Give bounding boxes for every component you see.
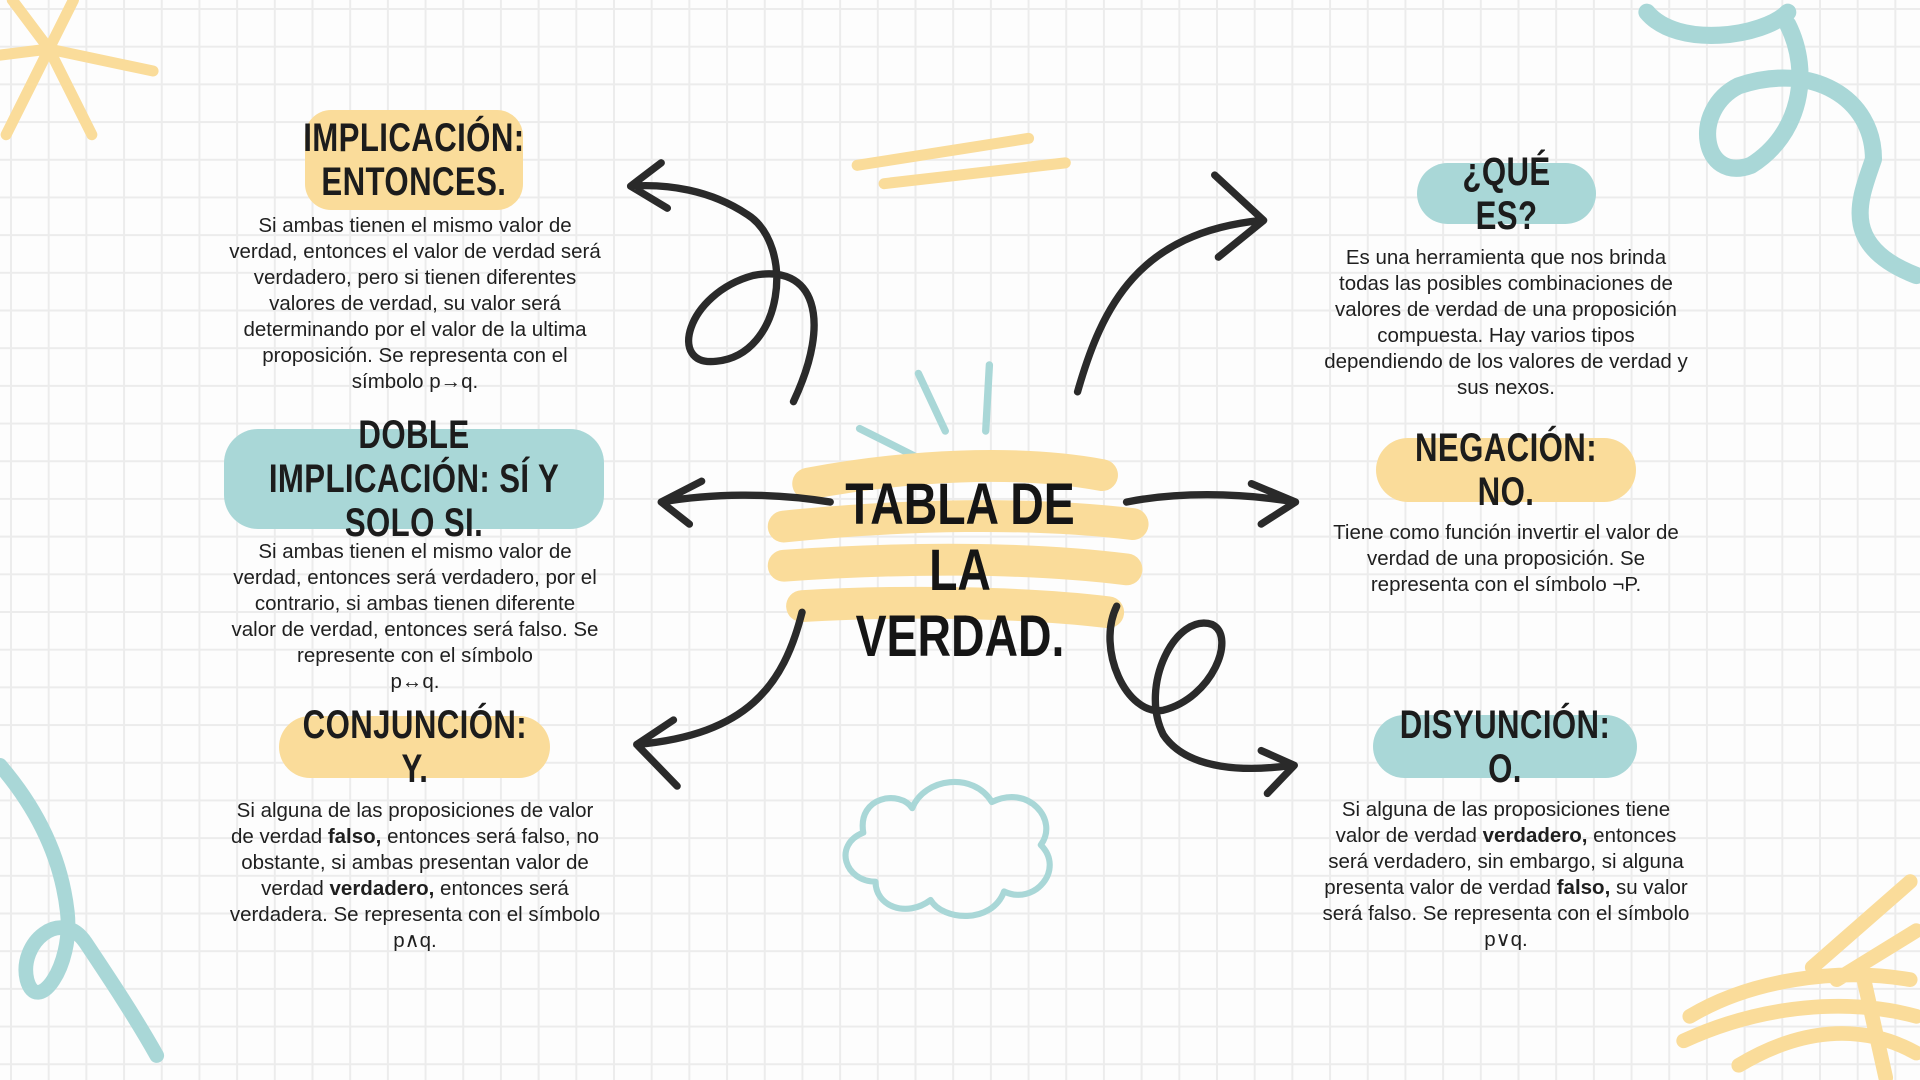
text-implicacion: Si ambas tienen el mismo valor de verdad… [229,214,601,393]
star-scribble-top-left [0,0,159,141]
header-implicacion: IMPLICACIÓN: ENTONCES. [303,110,524,210]
text-doble-implicacion: Si ambas tienen el mismo valor de verdad… [231,540,599,693]
header-doble-implicacion: DOBLE IMPLICACIÓN: SÍ Y SOLO SI. [224,413,604,545]
text-disyuncion: Si alguna de las proposiciones tiene val… [1286,797,1726,953]
text-part: entonces será falso, no obstante, si amb… [241,825,600,900]
header-negacion: NEGACIÓN: NO. [1376,426,1636,514]
text-part: su valor será falso. Se representa con e… [1322,876,1690,951]
main-title: TABLA DE LA VERDAD. [845,472,1075,669]
emphasis-rays [855,361,994,461]
text-part: entonces será verdadera. Se representa c… [229,877,601,952]
text-negacion: Tiene como función invertir el valor de … [1333,521,1679,596]
bold-falso: falso, [1556,876,1611,899]
cloud-doodle [842,778,1053,919]
text-que-es: Es una herramienta que nos brinda todas … [1324,246,1688,399]
arrow-to-disyuncion [1106,602,1298,798]
arrow-to-implicacion [626,159,818,406]
scribble-bottom-right [1676,874,1920,1080]
arrow-to-doble [657,477,834,528]
arrow-to-conjuncion [633,608,806,790]
title-highlight [767,450,1149,629]
arrow-to-negacion [1122,480,1300,528]
header-conjuncion: CONJUNCIÓN: Y. [279,703,550,791]
text-conjuncion: Si alguna de las proposiciones de valor … [195,798,635,954]
bold-verdadero: verdadero, [1482,824,1588,847]
highlight-strokes [851,132,1071,190]
bold-falso: falso, [327,825,382,848]
text-part: Si alguna de las proposiciones de valor … [230,799,594,848]
header-disyuncion: DISYUNCIÓN: O. [1373,703,1637,791]
text-part: Si alguna de las proposiciones tiene val… [1335,798,1671,847]
header-que-es: ¿QUÉ ES? [1417,150,1596,238]
squiggle-top-right [1638,3,1920,285]
arrow-to-que-es [1073,171,1268,396]
text-part: entonces será verdadero, sin embargo, si… [1324,824,1684,899]
bold-verdadero: verdadero, [329,877,435,900]
squiggle-bottom-left [0,757,165,1063]
